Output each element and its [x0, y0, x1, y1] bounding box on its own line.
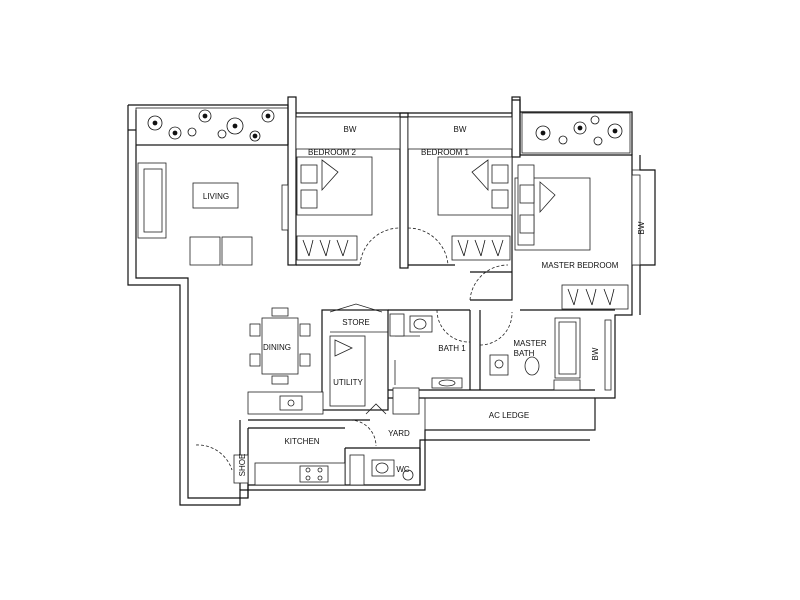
label-shoe: SHOE [238, 454, 247, 477]
room-labels: LIVING BEDROOM 2 BEDROOM 1 MASTER BEDROO… [203, 148, 619, 476]
label-bw-master-bath: BW [591, 347, 600, 360]
label-bedroom1: BEDROOM 1 [421, 148, 470, 157]
label-wc: WC [396, 465, 410, 474]
master-bedroom-furniture [514, 164, 641, 310]
label-master-bedroom: MASTER BEDROOM [542, 261, 619, 270]
wardrobe-labels: BW BW BW BW [344, 125, 646, 360]
label-yard: YARD [388, 429, 410, 438]
doors [195, 227, 513, 471]
label-bedroom2: BEDROOM 2 [308, 148, 357, 157]
service-furniture [329, 303, 420, 415]
yard-wc-fixtures [349, 454, 414, 486]
master-bath-fixtures [489, 317, 612, 391]
label-living: LIVING [203, 192, 229, 201]
label-utility: UTILITY [333, 378, 363, 387]
bedroom2-furniture [295, 116, 401, 261]
label-bw-bedroom2: BW [344, 125, 357, 134]
label-dining: DINING [263, 343, 291, 352]
label-kitchen: KITCHEN [284, 437, 319, 446]
kitchen-fixtures [233, 391, 346, 486]
label-bw-master: BW [637, 221, 646, 234]
label-bw-bedroom1: BW [454, 125, 467, 134]
label-ac-ledge: AC LEDGE [489, 411, 529, 420]
bedroom1-furniture [407, 116, 513, 261]
label-master-bath-2: BATH [514, 349, 535, 358]
planter-master [521, 112, 631, 154]
ac-ledge-area [424, 397, 596, 431]
label-master-bath-1: MASTER [513, 339, 547, 348]
label-store: STORE [342, 318, 369, 327]
label-bath1: BATH 1 [438, 344, 466, 353]
bath1-fixtures [389, 313, 463, 389]
dining-furniture [249, 307, 311, 385]
living-furniture [137, 162, 289, 266]
planter-living [135, 107, 289, 146]
